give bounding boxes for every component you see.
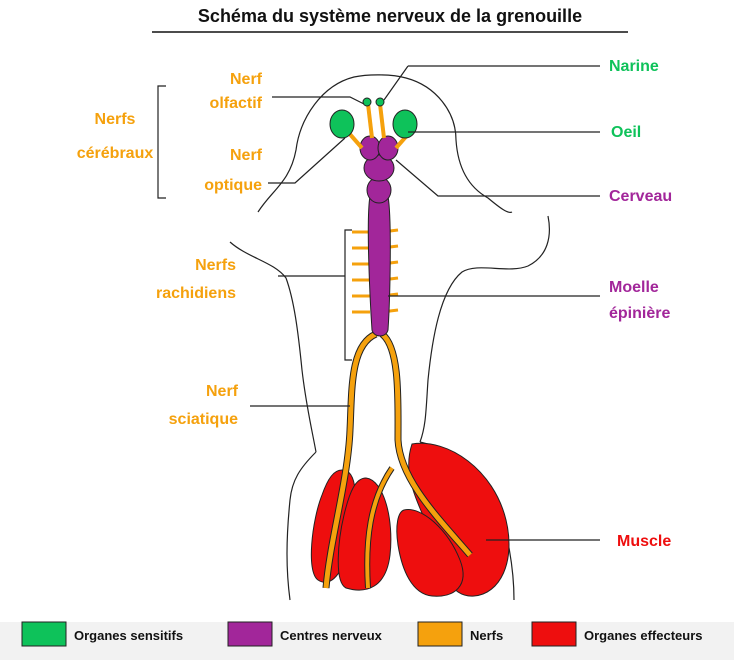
- label-nerf-sciatique-2: sciatique: [169, 411, 238, 428]
- label-nerfs-rachidiens-1: Nerfs: [195, 257, 236, 274]
- legend-swatch-effectors: [531, 621, 577, 647]
- muscle-right-large: [408, 442, 510, 597]
- label-nerfs-rachidiens-2: rachidiens: [156, 285, 236, 302]
- eye-right: [392, 109, 418, 139]
- eye-left: [329, 109, 355, 139]
- label-moelle-2: épinière: [609, 305, 670, 322]
- diagram-title: Schéma du système nerveux de la grenouil…: [198, 6, 582, 26]
- bracket-nerfs-cerebraux: [157, 85, 166, 199]
- bracket-nerfs-rachidiens: [344, 229, 352, 361]
- legend-label-sensory: Organes sensitifs: [74, 628, 183, 643]
- label-oeil: Oeil: [611, 124, 641, 141]
- legend-swatch-centers: [227, 621, 273, 647]
- label-nerf-olfactif-2: olfactif: [210, 95, 263, 112]
- label-nerfs-cerebraux-1: Nerfs: [95, 111, 136, 128]
- legend-swatch-sensory: [21, 621, 67, 647]
- legend-label-centers: Centres nerveux: [280, 628, 383, 643]
- leader-lines: [250, 65, 600, 541]
- frog-body-outline: [229, 74, 550, 601]
- label-nerf-olfactif-1: Nerf: [230, 71, 263, 88]
- legend-label-effectors: Organes effecteurs: [584, 628, 703, 643]
- label-nerf-optique-2: optique: [204, 177, 262, 194]
- legend-label-nerves: Nerfs: [470, 628, 503, 643]
- nostril-right: [375, 97, 385, 107]
- olfactory-nerves: [366, 103, 386, 139]
- label-nerf-optique-1: Nerf: [230, 147, 263, 164]
- legend-swatch-nerves: [417, 621, 463, 647]
- label-nerfs-cerebraux-2: cérébraux: [77, 145, 154, 162]
- legend-background: [0, 622, 734, 660]
- muscle-left-inner: [337, 477, 392, 591]
- muscle-right-lower: [396, 509, 464, 597]
- label-muscle: Muscle: [617, 533, 671, 550]
- label-cerveau: Cerveau: [609, 188, 672, 205]
- sciatic-nerves: [322, 330, 473, 589]
- nostril-left: [362, 97, 372, 107]
- label-narine: Narine: [609, 58, 659, 75]
- label-moelle-1: Moelle: [609, 279, 659, 296]
- legend: Organes sensitifs Centres nerveux Nerfs …: [21, 621, 703, 647]
- brain: [359, 135, 399, 204]
- muscles: [310, 442, 510, 597]
- spinal-cord: [367, 195, 391, 337]
- label-nerf-sciatique-1: Nerf: [206, 383, 239, 400]
